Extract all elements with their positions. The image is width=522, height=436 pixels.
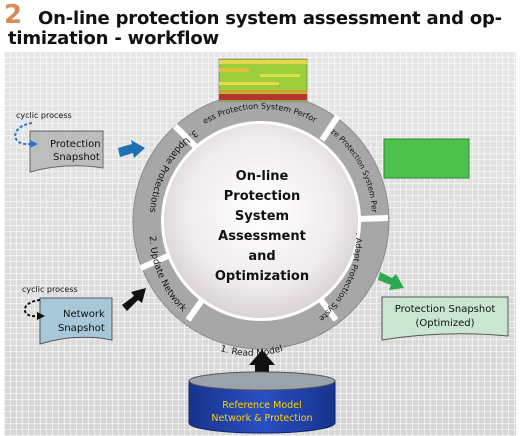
cyclic-loop-icon-bottom <box>23 299 41 318</box>
input-arrow-black-icon <box>122 288 146 311</box>
center-line-5: and <box>248 249 275 264</box>
cyclic-arrowhead-icon <box>30 140 38 148</box>
protection-snapshot-doc: Protection Snapshot <box>29 130 104 173</box>
ring-separator <box>357 215 389 222</box>
center-line-2: Protection <box>224 189 300 204</box>
ring-separator <box>315 294 339 322</box>
assessment-grid-chart <box>218 58 308 102</box>
cyclic-process-caption-top: cyclic process <box>16 111 72 120</box>
network-snapshot-line2: Snapshot <box>58 323 105 334</box>
protection-snapshot-line2: Snapshot <box>53 152 100 163</box>
optimized-snapshot-image <box>383 138 470 179</box>
ring-separator <box>185 294 208 322</box>
optimized-snapshot-line2: (Optimized) <box>416 318 475 329</box>
title-line-1: On-line protection system assessment and… <box>38 8 502 29</box>
cyclic-arrowhead-icon <box>37 312 45 320</box>
protection-snapshot-line1: Protection <box>50 139 101 150</box>
cyclic-process-caption-bottom: cyclic process <box>22 285 78 294</box>
center-line-1: On-line <box>236 169 289 184</box>
optimized-snapshot-line1: Protection Snapshot <box>395 304 496 315</box>
process-ring <box>132 92 390 350</box>
network-snapshot-doc: Network Snapshot <box>39 297 113 345</box>
output-arrow-green-icon <box>378 272 404 290</box>
input-arrow-blue-icon <box>118 140 145 158</box>
ring-separator <box>172 123 198 149</box>
figure-number: 2 <box>4 0 23 30</box>
ring-separator <box>319 114 341 142</box>
db-label-line2: Network & Protection <box>211 413 312 424</box>
center-line-3: System <box>235 209 289 224</box>
center-line-4: Assessment <box>218 229 306 244</box>
optimized-snapshot-doc: Protection Snapshot (Optimized) <box>381 296 509 341</box>
network-snapshot-line1: Network <box>63 309 105 320</box>
reference-model-database: Reference Model Network & Protection <box>188 371 336 434</box>
db-label-line1: Reference Model <box>222 400 301 411</box>
cyclic-loop-icon-top <box>14 122 33 146</box>
step-1-label: 1. Read Model <box>219 344 284 359</box>
center-line-6: Optimization <box>215 269 309 284</box>
ring-separator <box>139 253 170 271</box>
center-title: On-line Protection System Assessment and… <box>215 169 309 284</box>
title-line-2: timization - workflow <box>8 28 219 49</box>
